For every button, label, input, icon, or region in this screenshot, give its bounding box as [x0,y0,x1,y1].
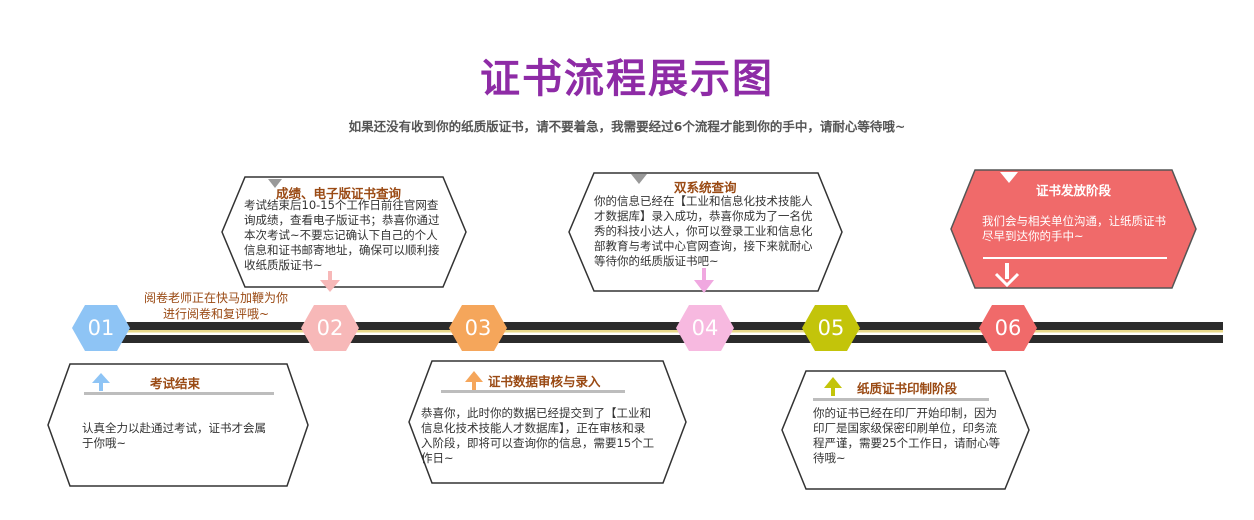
step-hexagon-05 [802,305,860,351]
step-number-04: 04 [691,316,719,340]
upper-box-title-2: 双系统查询 [674,180,737,195]
up-arrow-icon [824,377,842,396]
upper-box-frame-1 [221,176,467,288]
step-hexagon-02 [301,305,359,351]
step-02-note: 阅卷老师正在快马加鞭为你 进行阅卷和复评哦~ [130,290,302,322]
upper-box-text-1: 考试结束后10-15个工作日前往官网查询成绩，查看电子版证书；恭喜你通过本次考试… [244,198,440,272]
step-number-05: 05 [817,316,845,340]
divider-line [813,398,989,401]
down-arrow-icon [320,271,340,292]
step-hexagon-06 [979,305,1037,351]
lower-box-text-2: 恭喜你，此时你的数据已经提交到了【工业和信息化技术技能人才数据库】，正在审核和录… [421,406,655,465]
timeline-track [100,322,1223,343]
chevron-down-icon [1000,172,1018,183]
step-hexagon-04 [676,305,734,351]
upper-box-title-3: 证书发放阶段 [1036,183,1112,198]
step-02-note-line: 进行阅卷和复评哦~ [162,307,270,321]
lower-box-title-1: 考试结束 [150,376,201,391]
upper-box-text-3: 我们会与相关单位沟通，让纸质证书尽早到达你的手中~ [982,214,1166,243]
chevron-down-icon [631,174,647,184]
chevron-down-icon [268,179,282,188]
divider-line [84,392,274,395]
step-number-06: 06 [994,316,1022,340]
step-hexagon-01 [72,305,130,351]
upper-box-title-1: 成绩、电子版证书查询 [276,186,402,201]
up-arrow-icon [92,373,110,391]
upper-box-frame-2 [568,172,843,292]
page-title: 证书流程展示图 [480,56,774,102]
step-02-note-line: 阅卷老师正在快马加鞭为你 [143,291,288,305]
up-arrow-icon [465,371,483,390]
step-hexagon-03 [449,305,507,351]
step-number-03: 03 [464,316,492,340]
divider-line [441,390,625,393]
lower-box-title-2: 证书数据审核与录入 [488,374,601,389]
page-subtitle: 如果还没有收到你的纸质版证书，请不要着急，我需要经过6个流程才能到你的手中，请耐… [348,119,906,134]
down-arrow-icon [994,263,1020,288]
lower-box-text-3: 你的证书已经在印厂开始印制，因为印厂是国家级保密印刷单位，印务流程严谨，需要25… [813,406,1001,465]
divider-line [983,257,1167,259]
step-number-01: 01 [87,316,115,340]
lower-box-text-1: 认真全力以赴通过考试，证书才会属于你哦~ [82,421,266,450]
down-arrow-icon [694,268,714,293]
lower-box-title-3: 纸质证书印制阶段 [857,381,958,396]
upper-box-text-2: 你的信息已经在【工业和信息化技术技能人才数据库】录入成功，恭喜你成为了一名优秀的… [594,194,813,268]
step-number-02: 02 [316,316,344,340]
